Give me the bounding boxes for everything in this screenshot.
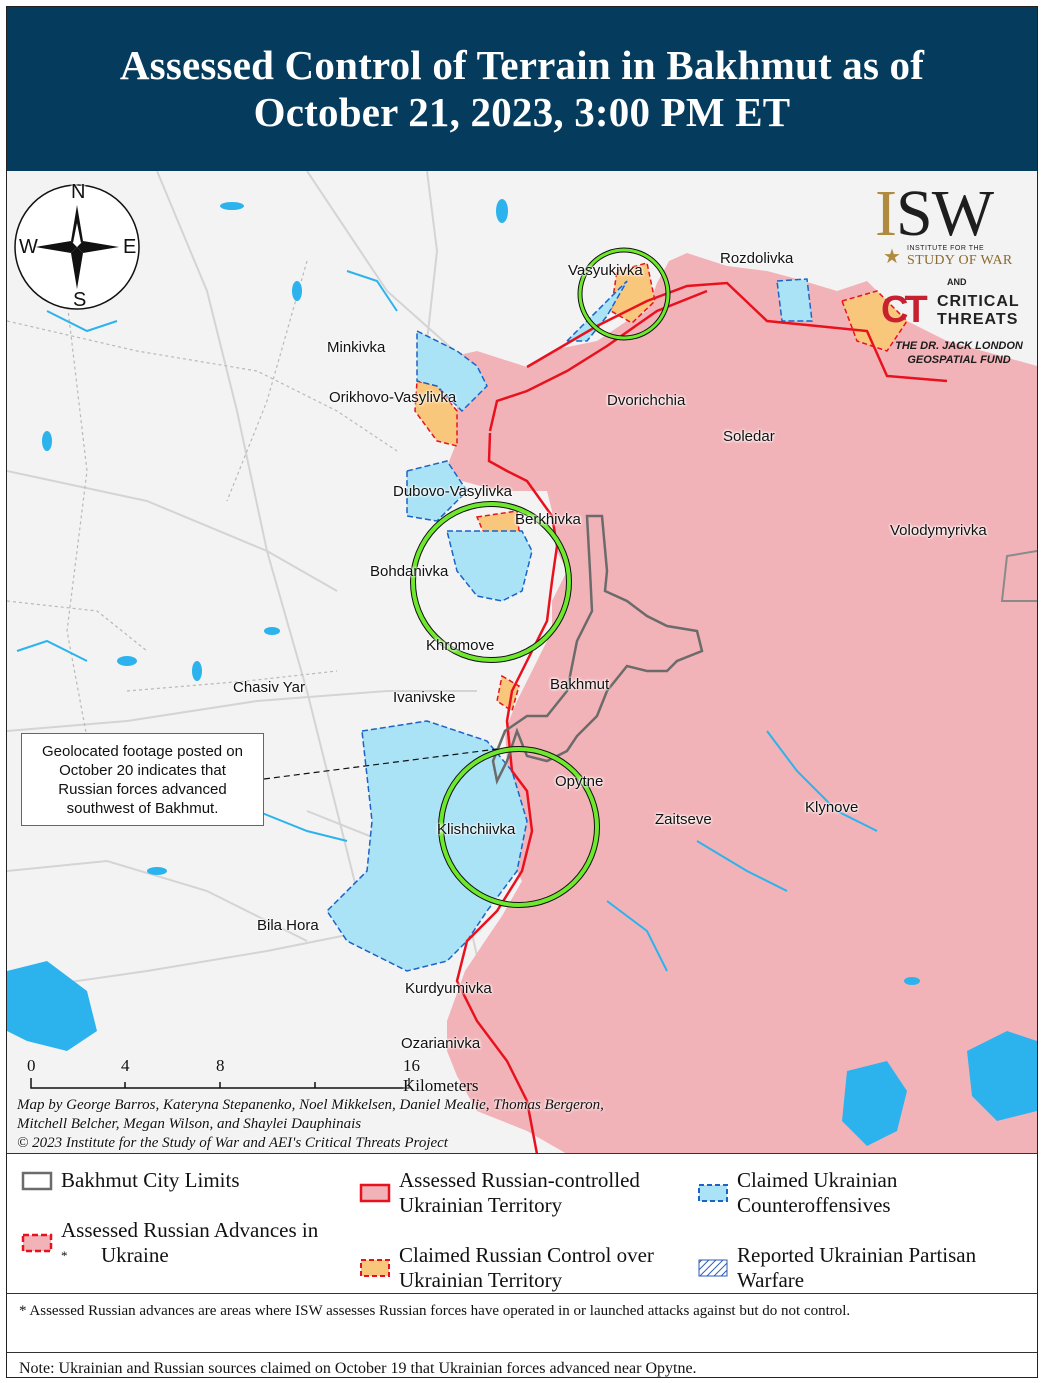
place-bohdanivka: Bohdanivka xyxy=(370,563,449,580)
critical-threats-logo-mark: CT xyxy=(881,289,928,331)
advances-footnote: * Assessed Russian advances are areas wh… xyxy=(19,1303,851,1319)
place-zaitseve: Zaitseve xyxy=(655,811,712,828)
claimed-russian-areas xyxy=(414,262,908,713)
compass-n: N xyxy=(71,181,86,203)
place-opytne: Opytne xyxy=(555,773,604,790)
place-ivanivske: Ivanivske xyxy=(393,689,456,706)
claimed-russian-swatch xyxy=(360,1259,390,1277)
partisan-swatch xyxy=(698,1259,728,1277)
russian-control-line xyxy=(455,281,948,1153)
place-dvorichchia: Dvorichchia xyxy=(607,392,686,409)
map-base-layer xyxy=(7,171,1037,1153)
title-banner: Assessed Control of Terrain in Bakhmut a… xyxy=(7,7,1037,171)
admin-boundaries xyxy=(7,260,398,792)
russian-advances-swatch xyxy=(21,1233,53,1253)
water-bodies xyxy=(7,199,1037,1146)
place-soledar: Soledar xyxy=(723,428,775,445)
scale-8: 8 xyxy=(216,1056,225,1075)
compass-w: W xyxy=(19,236,38,258)
place-rozdolivka: Rozdolivka xyxy=(720,250,794,267)
scale-0: 0 xyxy=(27,1056,36,1075)
place-ozarianivka: Ozarianivka xyxy=(401,1035,481,1052)
map-figure: Assessed Control of Terrain in Bakhmut a… xyxy=(6,6,1038,1378)
callout-leader-line xyxy=(263,748,498,780)
place-chasiv-yar: Chasiv Yar xyxy=(233,679,305,696)
place-klynove: Klynove xyxy=(805,799,859,816)
place-kurdyumivka: Kurdyumivka xyxy=(405,980,492,997)
place-berkhivka: Berkhivka xyxy=(515,511,581,528)
title-line-2: October 21, 2023, 3:00 PM ET xyxy=(253,89,791,135)
isw-institute-text: INSTITUTE FOR THE xyxy=(907,245,985,252)
star-icon: ★ xyxy=(883,246,901,268)
place-vasyukivka: Vasyukivka xyxy=(568,262,643,279)
compass-s: S xyxy=(73,289,87,311)
and-text: AND xyxy=(947,277,967,287)
map-credits: Map by George Barros, Kateryna Stepanenk… xyxy=(17,1097,604,1151)
place-dubovo-vasylivka: Dubovo-Vasylivka xyxy=(393,483,512,500)
place-orikhovo-vasylivka: Orikhovo-Vasylivka xyxy=(329,389,457,406)
place-volodymyrivka: Volodymyrivka xyxy=(890,522,987,539)
logo-block: ISW ★ INSTITUTE FOR THE STUDY OF WAR AND… xyxy=(875,181,1037,381)
scale-bar: 0 4 8 16 Kilometers xyxy=(25,1056,479,1096)
district-boundary xyxy=(1000,550,1037,602)
scale-4: 4 xyxy=(121,1056,130,1075)
page-title: Assessed Control of Terrain in Bakhmut a… xyxy=(120,42,924,136)
scale-16-km: 16 Kilometers xyxy=(403,1056,479,1095)
compass-rose: N S E W xyxy=(11,181,143,313)
highlight-circles xyxy=(410,247,671,908)
place-bila-hora: Bila Hora xyxy=(257,917,319,934)
geolocation-callout: Geolocated footage posted on October 20 … xyxy=(21,733,264,826)
isw-study-text: STUDY OF WAR xyxy=(907,253,1013,268)
bakhmut-city-limits xyxy=(491,514,704,785)
isw-logo: ISW xyxy=(875,177,994,250)
footnote-divider xyxy=(7,1352,1037,1353)
note-footnote: Note: Ukrainian and Russian sources clai… xyxy=(19,1360,697,1377)
place-minkivka: Minkivka xyxy=(327,339,386,356)
compass-e: E xyxy=(123,236,137,258)
place-khromove: Khromove xyxy=(426,637,495,654)
place-klishchiivka: Klishchiivka xyxy=(437,821,516,838)
title-line-1: Assessed Control of Terrain in Bakhmut a… xyxy=(119,42,925,88)
map-legend: Bakhmut City Limits Assessed Russian-con… xyxy=(7,1154,1037,1294)
russian-controlled-area xyxy=(447,253,1037,1153)
counteroffensive-swatch xyxy=(698,1184,728,1202)
rivers xyxy=(16,270,878,972)
map-area: N S E W ISW ★ INSTITUTE FOR THE STUDY OF… xyxy=(7,171,1037,1154)
place-bakhmut: Bakhmut xyxy=(550,676,610,693)
russian-controlled-swatch xyxy=(359,1183,391,1203)
ukrainian-counteroffensive-areas xyxy=(326,278,813,972)
city-limits-swatch xyxy=(21,1171,53,1191)
